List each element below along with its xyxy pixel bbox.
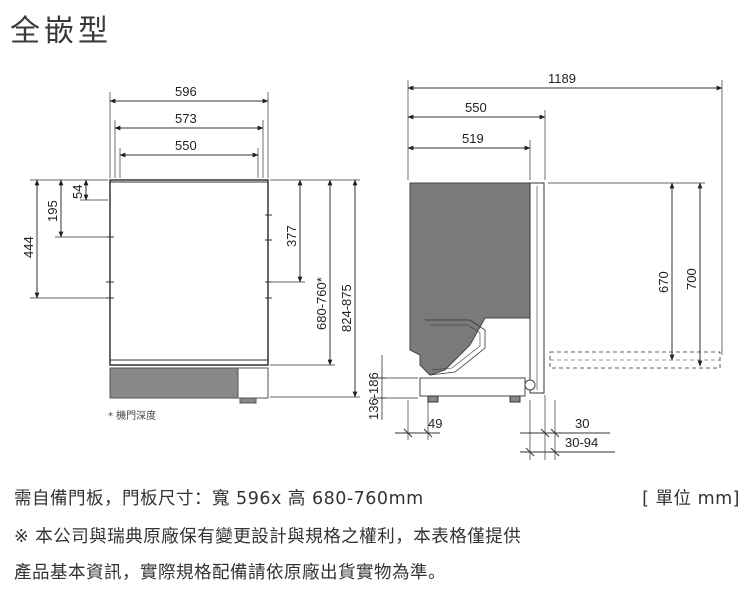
label-519: 519 — [462, 131, 484, 146]
unit-note: [ 單位 mm] — [642, 489, 740, 509]
installation-diagram: 596 573 550 444 195 54 377 680-760* 824-… — [21, 71, 723, 460]
label-377: 377 — [284, 225, 299, 247]
label-49: 49 — [428, 416, 442, 431]
door-depth-note: * 機門深度 — [108, 409, 156, 422]
label-573: 573 — [175, 111, 197, 126]
front-base-block — [237, 367, 269, 399]
label-30-94: 30-94 — [565, 435, 598, 450]
label-670: 670 — [656, 271, 671, 293]
label-700: 700 — [684, 268, 699, 290]
label-54: 54 — [70, 185, 85, 199]
rights-notice-line2: 產品基本資訊，實際規格配備請依原廠出貨實物為準。 — [14, 563, 446, 583]
front-kick-plate — [109, 367, 239, 399]
side-base — [419, 377, 526, 397]
page-title: 全嵌型 — [10, 14, 112, 49]
label-30: 30 — [575, 416, 589, 431]
label-195: 195 — [45, 200, 60, 222]
front-view — [30, 92, 360, 404]
side-foot-left — [427, 395, 439, 403]
side-view — [370, 80, 723, 460]
rights-notice-line1: ※ 本公司與瑞典原廠保有變更設計與規格之權利，本表格僅提供 — [14, 527, 522, 547]
door-panel-requirement: 需自備門板，門板尺寸：寬 596x 高 680-760mm — [14, 489, 424, 509]
label-596: 596 — [175, 84, 197, 99]
side-body-shading — [409, 182, 531, 376]
label-824-875: 824-875 — [339, 284, 354, 332]
label-136-186: 136-186 — [366, 372, 381, 420]
front-cabinet-outline — [109, 179, 269, 366]
label-550-side: 550 — [465, 100, 487, 115]
label-550-front: 550 — [175, 138, 197, 153]
side-foot-right — [509, 395, 521, 403]
label-680-760: 680-760* — [314, 277, 329, 330]
front-foot — [239, 397, 257, 404]
label-1189: 1189 — [548, 71, 576, 86]
label-444: 444 — [21, 236, 36, 258]
